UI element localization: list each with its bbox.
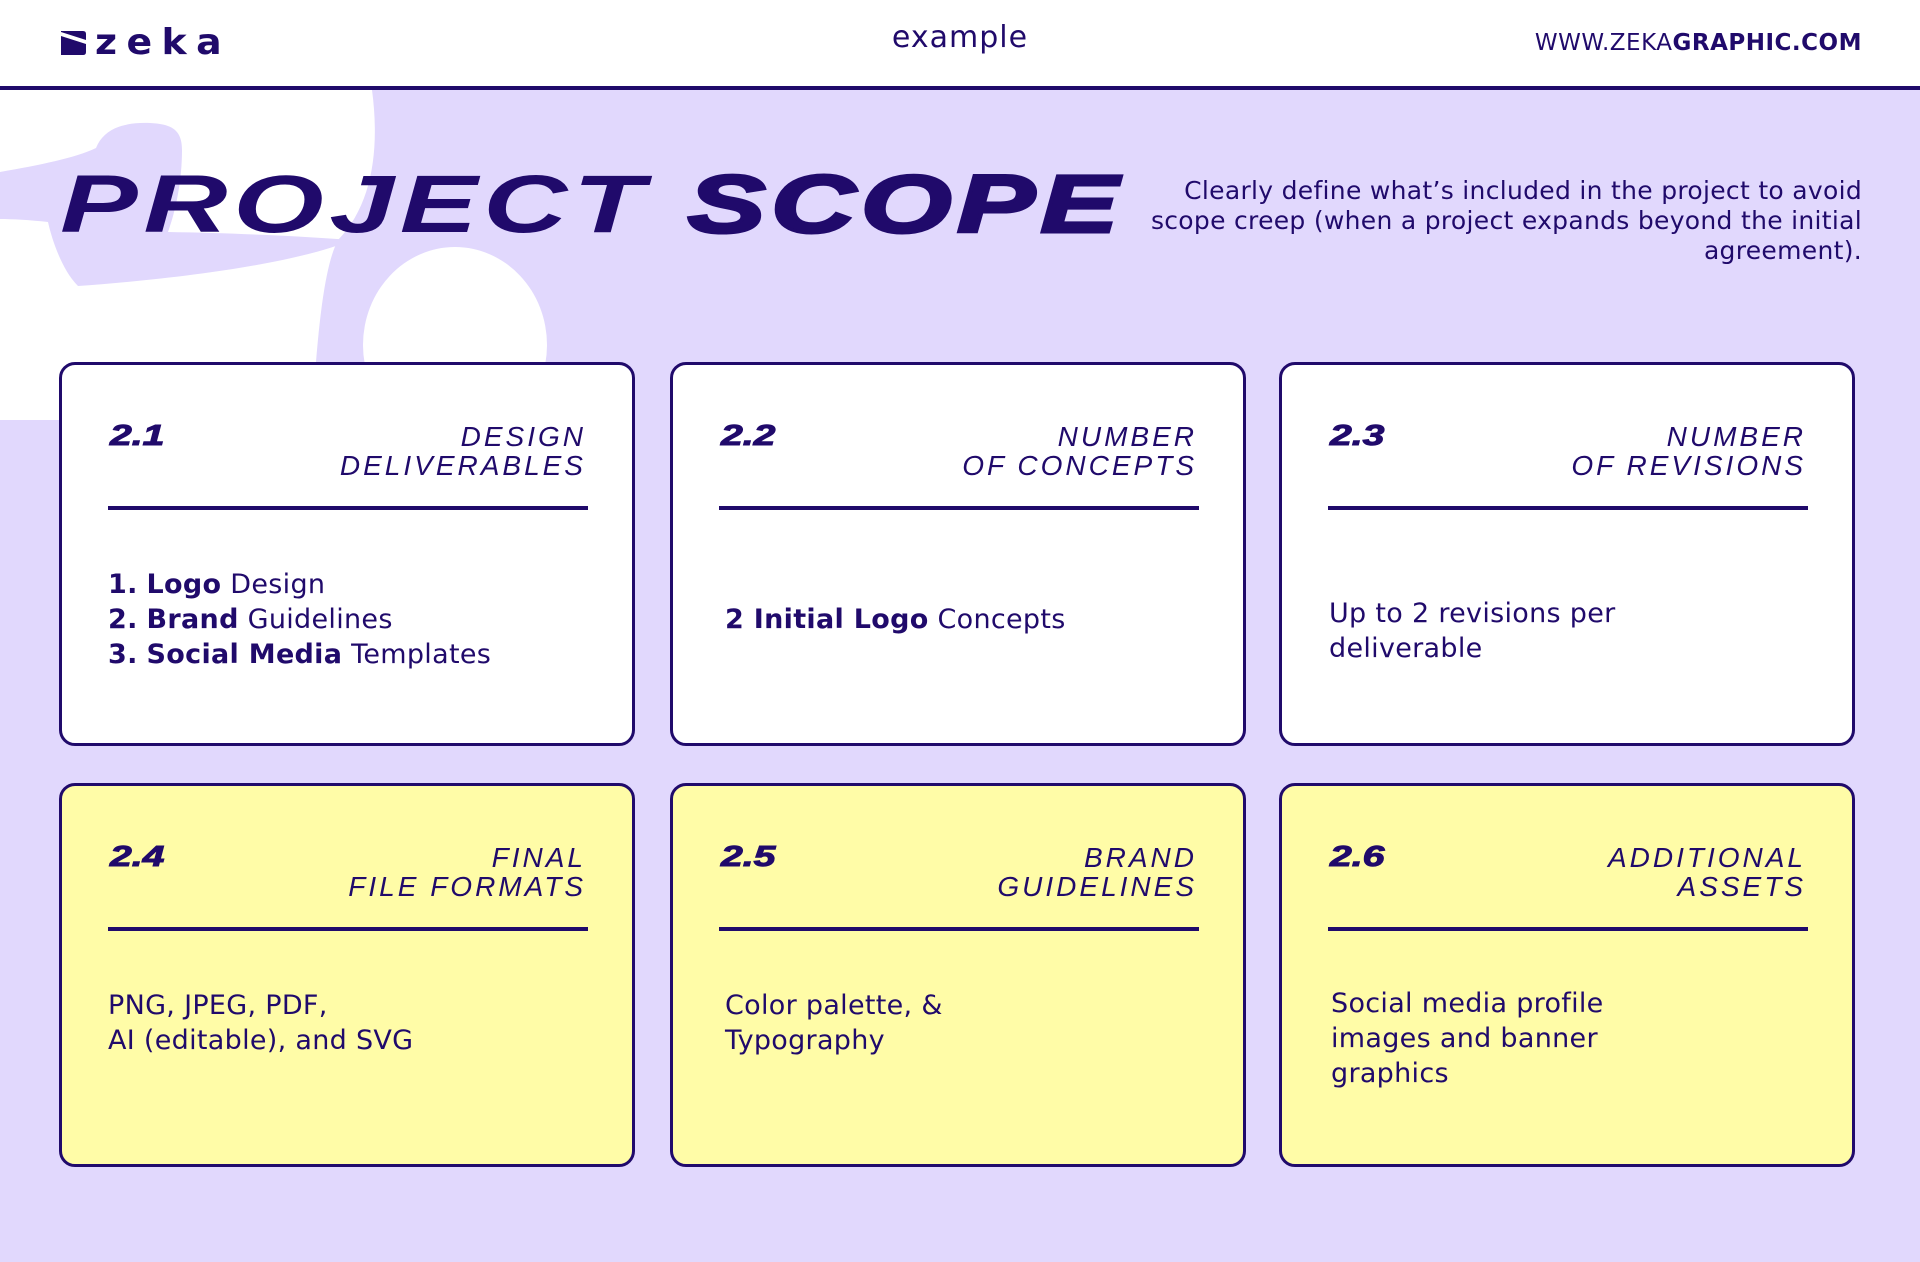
card-body: PNG, JPEG, PDF, AI (editable), and SVG bbox=[108, 988, 602, 1058]
card-title-line2: OF CONCEPTS bbox=[962, 450, 1197, 481]
list-item-number: 1. bbox=[108, 569, 138, 600]
page-description: Clearly define what’s included in the pr… bbox=[1150, 176, 1862, 265]
body-line: AI (editable), and SVG bbox=[108, 1025, 414, 1056]
card-title-line2: ASSETS bbox=[1677, 871, 1806, 902]
card-body: Up to 2 revisions per deliverable bbox=[1329, 596, 1822, 666]
card-number: 2.5 bbox=[720, 841, 776, 874]
header-center-label: example bbox=[891, 20, 1029, 55]
body-line: Social media profile bbox=[1331, 988, 1604, 1019]
card-title-line2: OF REVISIONS bbox=[1571, 450, 1806, 481]
body-line: graphics bbox=[1331, 1058, 1449, 1089]
card-title-line2: DELIVERABLES bbox=[339, 450, 586, 481]
card-title-line1: ADDITIONAL bbox=[1607, 842, 1806, 873]
card-number: 2.6 bbox=[1329, 841, 1385, 874]
card-title-line1: NUMBER bbox=[1057, 421, 1197, 452]
body-line: Color palette, & bbox=[725, 990, 943, 1021]
card-body: 1. Logo Design 2. Brand Guidelines 3. So… bbox=[108, 567, 602, 672]
card-title-line2: FILE FORMATS bbox=[348, 871, 586, 902]
list-item: 3. Social Media Templates bbox=[108, 637, 602, 672]
card-divider bbox=[1328, 506, 1808, 510]
card-body: 2 Initial Logo Concepts bbox=[725, 602, 1213, 637]
card-number: 2.3 bbox=[1329, 420, 1385, 453]
logo-wordmark: zeka bbox=[95, 22, 232, 63]
list-item-text: Templates bbox=[351, 639, 492, 670]
body-bold-text: 2 Initial Logo bbox=[725, 604, 929, 635]
list-item-bold: Logo bbox=[146, 569, 222, 600]
body-line: Typography bbox=[725, 1025, 885, 1056]
list-item: 1. Logo Design bbox=[108, 567, 602, 602]
website-url-link[interactable]: WWW.ZEKAGRAPHIC.COM bbox=[1535, 30, 1862, 56]
card-divider bbox=[108, 927, 588, 931]
body-line: PNG, JPEG, PDF, bbox=[108, 990, 328, 1021]
card-title-line1: DESIGN bbox=[460, 421, 586, 452]
list-item-number: 3. bbox=[108, 639, 138, 670]
page-header: zeka example WWW.ZEKAGRAPHIC.COM bbox=[0, 0, 1920, 90]
list-item-text: Design bbox=[230, 569, 326, 600]
list-item-bold: Social Media bbox=[146, 639, 343, 670]
list-item-text: Guidelines bbox=[247, 604, 393, 635]
page-title-part2: SCOPE bbox=[686, 159, 1124, 250]
card-title-line1: FINAL bbox=[491, 842, 586, 873]
card-title-line1: NUMBER bbox=[1666, 421, 1806, 452]
list-item-bold: Brand bbox=[146, 604, 239, 635]
url-domain: GRAPHIC.COM bbox=[1672, 30, 1862, 56]
card-title-line2: GUIDELINES bbox=[997, 871, 1197, 902]
card-number: 2.2 bbox=[720, 420, 776, 453]
url-prefix: WWW.ZEKA bbox=[1534, 30, 1673, 56]
body-text: Concepts bbox=[937, 604, 1066, 635]
body-line: Up to 2 revisions per bbox=[1329, 598, 1616, 629]
card-divider bbox=[719, 506, 1199, 510]
card-divider bbox=[108, 506, 588, 510]
card-title-line1: BRAND bbox=[1083, 842, 1197, 873]
card-body: Social media profile images and banner g… bbox=[1331, 986, 1822, 1091]
body-line: images and banner bbox=[1331, 1023, 1598, 1054]
card-divider bbox=[719, 927, 1199, 931]
card-number: 2.4 bbox=[109, 841, 165, 874]
body-line: deliverable bbox=[1329, 633, 1483, 664]
card-divider bbox=[1328, 927, 1808, 931]
page-title-part1: PROJECT bbox=[60, 159, 650, 250]
list-item: 2. Brand Guidelines bbox=[108, 602, 602, 637]
list-item-number: 2. bbox=[108, 604, 138, 635]
card-number: 2.1 bbox=[109, 420, 165, 453]
zeka-logo[interactable]: zeka bbox=[61, 25, 225, 61]
page-title: PROJECT SCOPE bbox=[60, 162, 1124, 247]
zeka-logo-mark-icon bbox=[61, 31, 86, 55]
body-line: 2 Initial Logo Concepts bbox=[725, 602, 1213, 637]
card-body: Color palette, & Typography bbox=[725, 988, 1213, 1058]
